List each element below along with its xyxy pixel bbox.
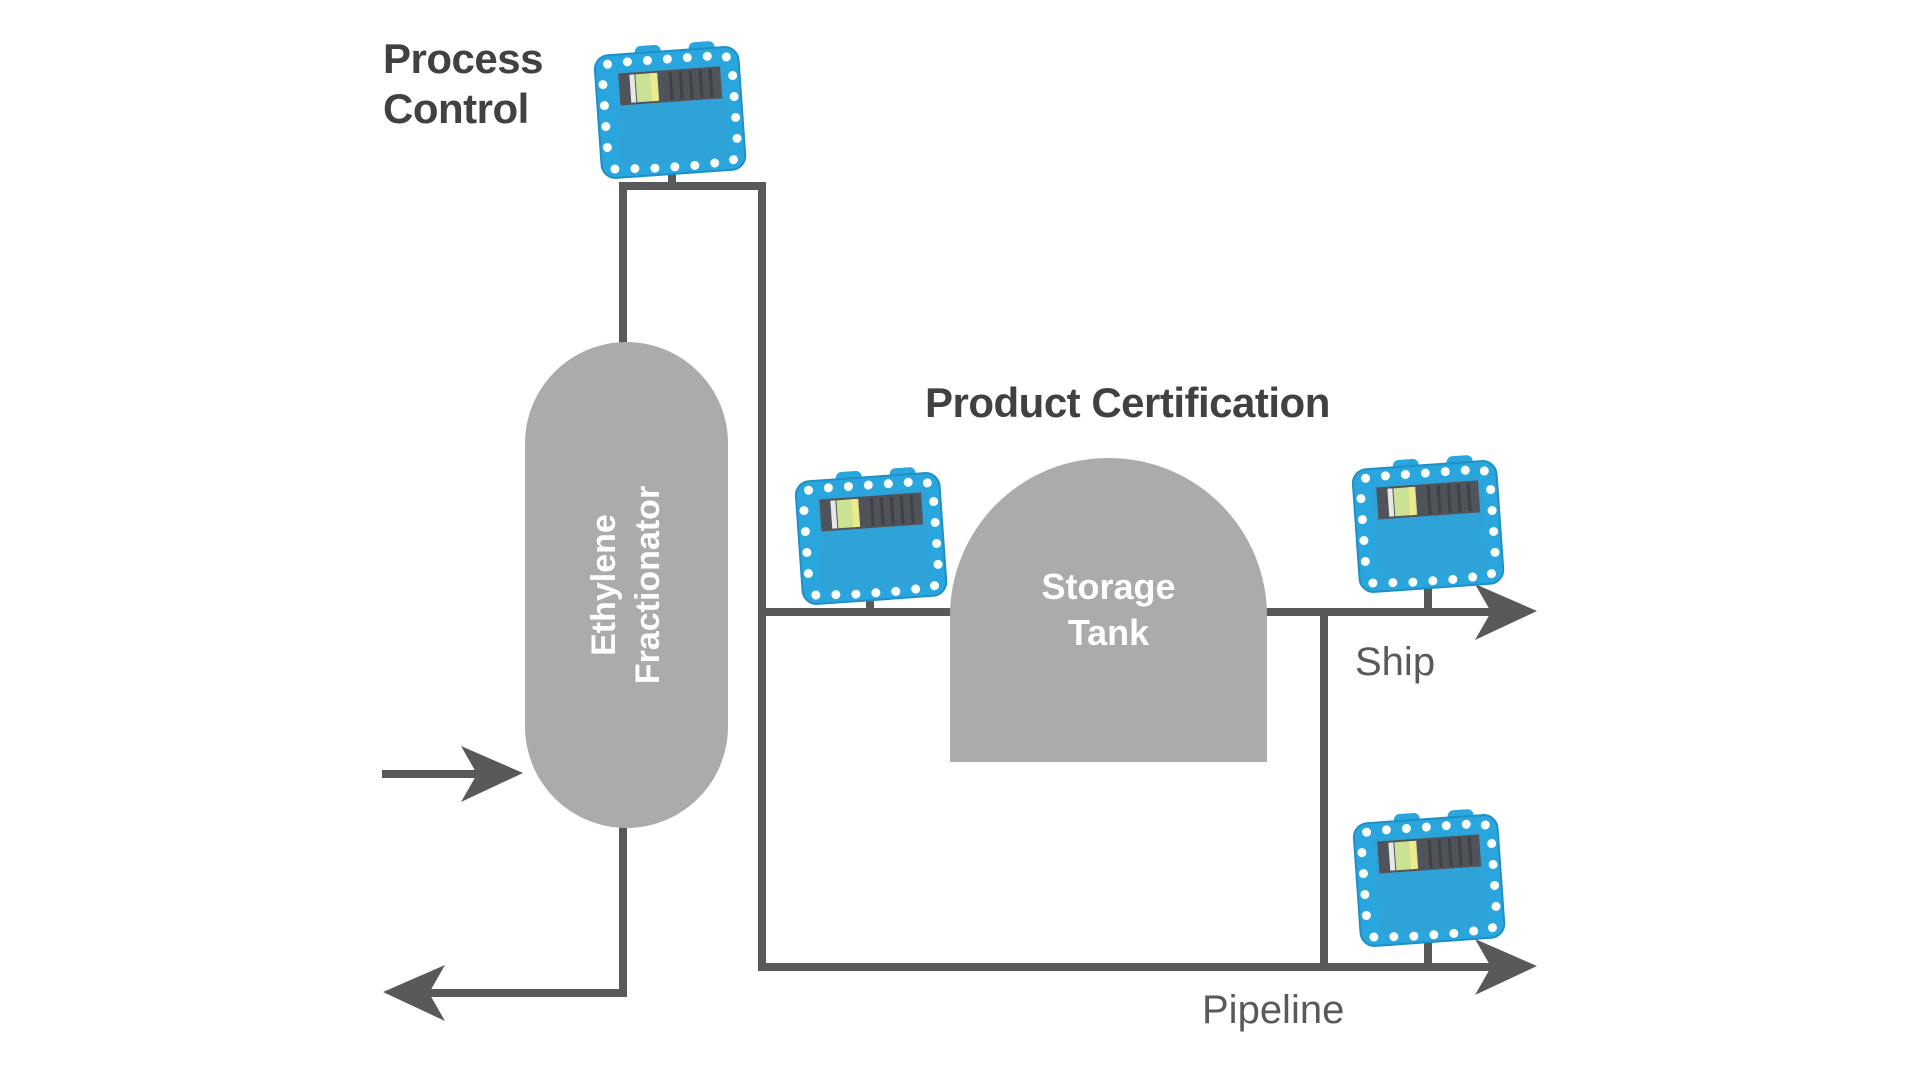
process-control-heading: Process Control [383, 34, 543, 134]
feed-inlet-arrow-icon [461, 746, 523, 802]
bottoms-outlet-arrow-icon [383, 965, 445, 1021]
gas-chromatograph-icon-ship [1348, 453, 1507, 598]
pipe-fractionator-bottom-vertical [619, 826, 627, 997]
pipe-inlet-horizontal [382, 770, 478, 778]
storage-tank-label-line1: Storage [1041, 566, 1176, 607]
pipe-fractionator-top-vertical [619, 182, 627, 350]
ship-flow-arrow-icon [1475, 584, 1537, 640]
pipeline-flow-arrow-icon [1475, 939, 1537, 995]
process-control-heading-line2: Control [383, 85, 529, 132]
gas-chromatograph-icon-pipeline [1349, 807, 1508, 952]
pipe-pipeline-horizontal [758, 963, 1492, 971]
storage-tank-label-line2: Tank [1067, 612, 1150, 653]
fractionator-label-line2: Fractionator [629, 485, 668, 685]
ethylene-fractionator-vessel: Ethylene Fractionator [525, 342, 728, 828]
storage-tank-label: Storage Tank [1041, 564, 1175, 656]
process-control-heading-line1: Process [383, 35, 543, 82]
ship-label: Ship [1355, 640, 1436, 684]
pipe-ship-branch-vertical [1320, 608, 1328, 971]
pipe-analyzer4-stem [1424, 938, 1432, 967]
gas-chromatograph-icon-fractionator-outlet [791, 465, 950, 610]
pipe-top-horizontal [619, 182, 766, 190]
gas-chromatograph-icon-process-control [590, 39, 749, 184]
pipe-outlet-horizontal [428, 989, 627, 997]
fractionator-label-line1: Ethylene [585, 514, 624, 656]
pipe-analyzer2-stem [866, 596, 874, 612]
pipe-analyzer1-stem [668, 168, 676, 188]
pipeline-label: Pipeline [1202, 988, 1345, 1032]
product-certification-heading: Product Certification [925, 379, 1330, 426]
pipe-main-vertical [758, 182, 766, 971]
ethylene-fractionator-label: Ethylene Fractionator [582, 486, 670, 684]
storage-tank-vessel: Storage Tank [950, 458, 1267, 762]
pipe-analyzer3-stem [1424, 584, 1432, 612]
